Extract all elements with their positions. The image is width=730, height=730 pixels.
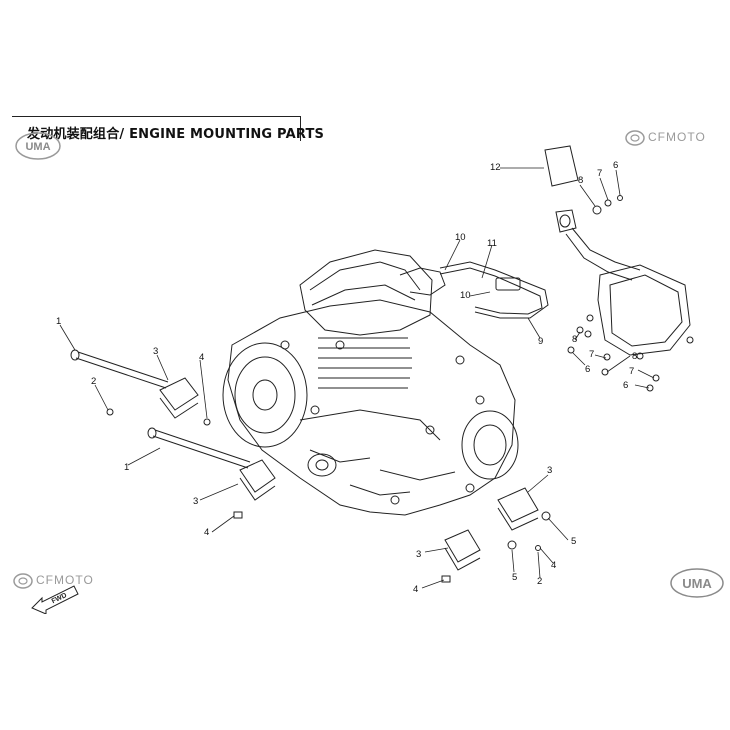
callout-6-bottom: 6 — [623, 380, 628, 391]
callout-5-right: 5 — [571, 536, 576, 547]
cfmoto-emblem-top — [625, 130, 645, 146]
callout-6-middle: 6 — [585, 364, 590, 375]
exhaust-assembly — [544, 145, 694, 360]
callout-3-lower-left: 3 — [193, 496, 198, 507]
callout-2-right: 2 — [537, 576, 542, 587]
callout-labels: 1 1 2 2 3 3 3 3 4 4 4 4 5 5 6 6 6 7 7 7 … — [56, 160, 637, 595]
callout-6-top: 6 — [613, 160, 618, 171]
mount-bracket-right — [497, 487, 539, 531]
callout-3-right: 3 — [547, 465, 552, 476]
uma-text: UMA — [25, 141, 50, 153]
svg-text:UMA: UMA — [682, 576, 712, 591]
cfmoto-logo-bottom-left: CFMOTO — [36, 573, 94, 587]
callout-8-middle: 8 — [572, 334, 577, 345]
title-frame — [12, 116, 301, 141]
engine-body — [222, 249, 519, 516]
breather-hose — [439, 261, 549, 319]
callout-9: 9 — [538, 336, 543, 347]
cfmoto-logo-top-right: CFMOTO — [648, 130, 706, 144]
callout-7-middle: 7 — [589, 349, 594, 360]
uma-logo-bottom-right: UMA — [670, 568, 724, 598]
long-bolt-lower — [147, 427, 251, 469]
page-title: 发动机装配组合/ ENGINE MOUNTING PARTS — [27, 127, 325, 142]
fwd-arrow-icon: FWD — [31, 585, 79, 614]
callout-8-top: 8 — [578, 175, 583, 186]
callout-3-bottom: 3 — [416, 549, 421, 560]
callout-4-bottom: 4 — [413, 584, 418, 595]
callout-7-bottom: 7 — [629, 366, 634, 377]
uma-logo-top-left: UMA — [15, 132, 61, 160]
mount-bracket-bottom — [444, 529, 481, 571]
callout-3-upper-left: 3 — [153, 346, 158, 357]
callout-11: 11 — [487, 238, 497, 249]
callout-10-upper: 10 — [455, 232, 466, 243]
callout-10-lower: 10 — [460, 290, 471, 301]
callout-5-bottom: 5 — [512, 572, 517, 583]
callout-4-upper: 4 — [199, 352, 204, 363]
fasteners — [106, 195, 660, 583]
callout-12: 12 — [490, 162, 501, 173]
leader-lines — [59, 167, 655, 589]
mount-bracket-upper-left — [159, 377, 199, 419]
callout-7-top: 7 — [597, 168, 602, 179]
callout-4-right: 4 — [551, 560, 556, 571]
callout-1-lower: 1 — [124, 462, 129, 473]
cfmoto-emblem-bottom — [13, 573, 33, 589]
mount-bracket-lower-left — [239, 459, 276, 501]
callout-8-bottom: 8 — [632, 351, 637, 362]
callout-2-left: 2 — [91, 376, 96, 387]
callout-4-left: 4 — [204, 527, 209, 538]
callout-1-upper: 1 — [56, 316, 61, 327]
